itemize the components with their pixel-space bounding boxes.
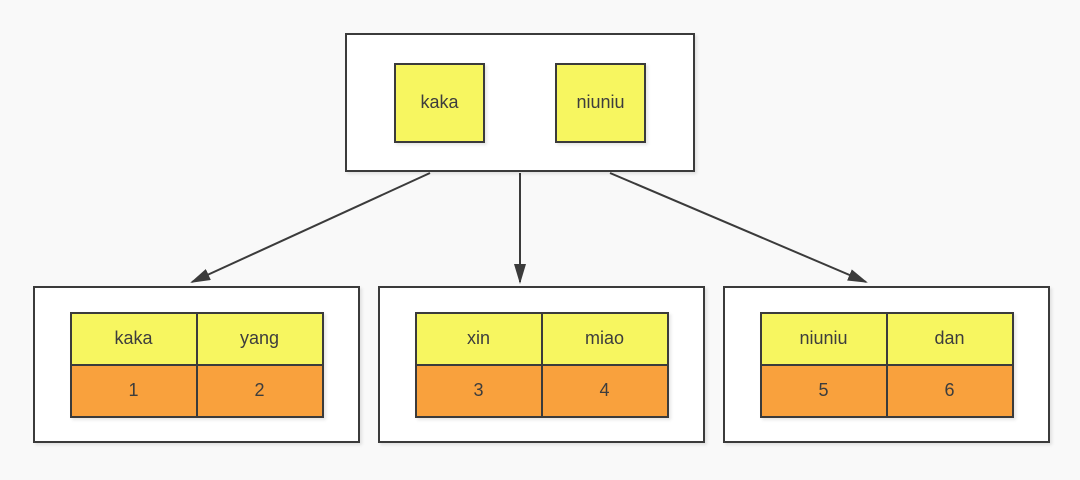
node-kaka-label: kaka	[420, 92, 459, 112]
arrow-root-to-child-3	[609, 172, 868, 283]
arrow-root-to-child-1	[190, 172, 431, 283]
child-1-header-cell: yang	[195, 311, 324, 366]
child-1-value-cell: 2	[195, 363, 324, 418]
node-niuniu: niuniu	[555, 62, 646, 143]
child-node-2: xin miao 3 4	[378, 286, 705, 443]
node-kaka: kaka	[394, 62, 485, 143]
child-3-header-cell: niuniu	[759, 311, 888, 366]
child-1-header-cell: kaka	[69, 311, 198, 366]
child-2-table: xin miao 3 4	[414, 311, 669, 418]
child-3-value-cell: 6	[885, 363, 1014, 418]
child-2-value-cell: 3	[414, 363, 543, 418]
child-3-header-cell: dan	[885, 311, 1014, 366]
child-3-table: niuniu dan 5 6	[759, 311, 1014, 418]
node-niuniu-label: niuniu	[576, 92, 625, 112]
child-node-3: niuniu dan 5 6	[723, 286, 1050, 443]
child-2-header-cell: xin	[414, 311, 543, 366]
child-3-value-cell: 5	[759, 363, 888, 418]
child-2-header-cell: miao	[540, 311, 669, 366]
child-node-1: kaka yang 1 2	[33, 286, 360, 443]
child-1-table: kaka yang 1 2	[69, 311, 324, 418]
root-node: kaka niuniu	[345, 33, 695, 172]
child-2-value-cell: 4	[540, 363, 669, 418]
child-1-value-cell: 1	[69, 363, 198, 418]
